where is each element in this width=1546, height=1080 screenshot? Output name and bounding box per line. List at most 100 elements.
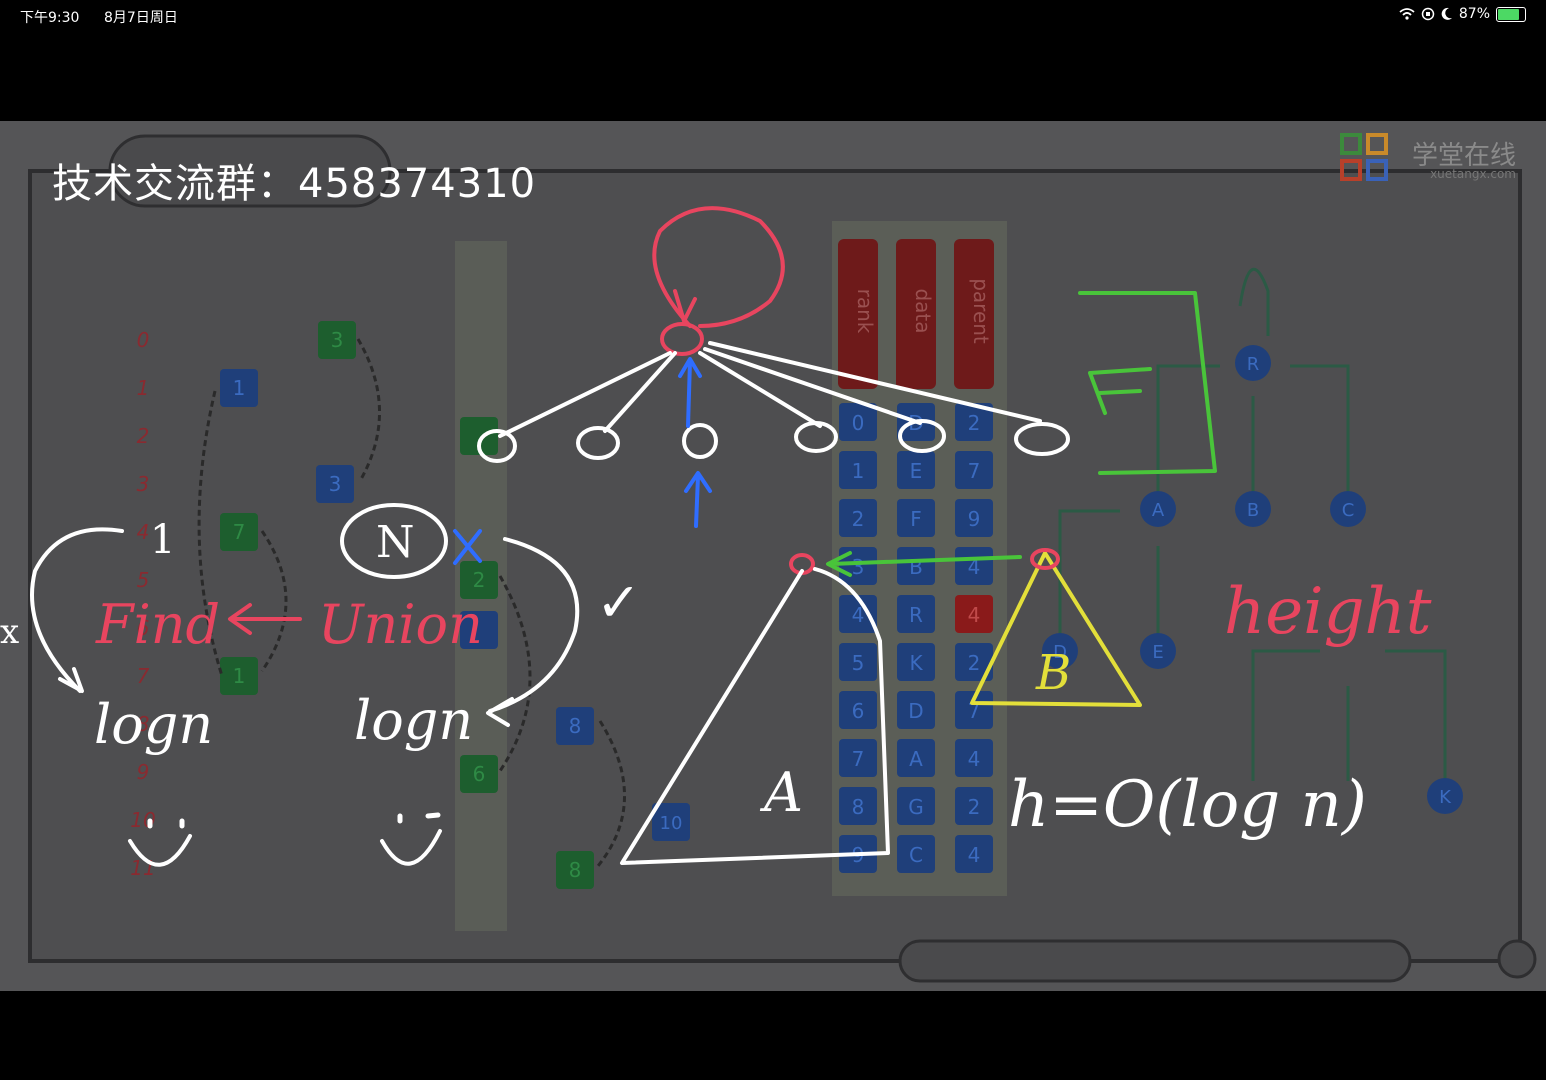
slide-page-badge <box>1497 939 1537 979</box>
array-header-cell <box>954 239 994 389</box>
array-cell <box>897 595 935 633</box>
node-label: 1 <box>233 664 246 688</box>
array-header-cell <box>896 239 936 389</box>
node-label: 7 <box>233 520 246 544</box>
battery-percent: 87% <box>1458 6 1490 22</box>
tree-node-label: K <box>1439 787 1452 808</box>
self-loop-stroke <box>652 206 785 328</box>
array-cell-label: B <box>909 555 923 579</box>
tree-node <box>1140 491 1176 527</box>
slide-footer-pill <box>898 939 1412 983</box>
array-cell <box>839 451 877 489</box>
node-label: 8 <box>569 714 582 738</box>
index-label: 6 <box>137 616 150 640</box>
array-cell <box>839 739 877 777</box>
mid-logn: logn <box>354 689 473 752</box>
logo-domain: xuetangx.com <box>1430 167 1516 181</box>
tree-node <box>1042 633 1078 669</box>
array-cell-label: 3 <box>852 555 865 579</box>
node-block <box>220 657 258 695</box>
node-block <box>460 611 498 649</box>
node-block <box>460 417 498 455</box>
array-cell <box>955 451 993 489</box>
subtree-b-label: B <box>1035 645 1071 701</box>
array-cell-label: 4 <box>968 555 981 579</box>
tree-node <box>1140 633 1176 669</box>
array-cell <box>839 787 877 825</box>
array-cell-label: 8 <box>852 795 865 819</box>
tree-node-label: D <box>1053 642 1067 663</box>
array-cell <box>897 835 935 873</box>
logo-icon <box>1340 133 1388 181</box>
array-cell-label: 0 <box>852 411 865 435</box>
array-cell-label: 7 <box>852 747 865 771</box>
array-header-label: rank <box>853 289 877 334</box>
array-cell <box>955 499 993 537</box>
array-cell <box>897 547 935 585</box>
tree-node <box>1235 491 1271 527</box>
battery-icon <box>1496 6 1526 22</box>
tree-node <box>1235 345 1271 381</box>
node-label: 10 <box>660 813 683 834</box>
status-indicators: 87% <box>1399 6 1526 22</box>
array-cell <box>955 403 993 441</box>
tree-node-label: B <box>1247 500 1259 521</box>
node-label: 3 <box>331 328 344 352</box>
array-cell-label: G <box>908 795 924 819</box>
array-header-label: parent <box>969 278 993 344</box>
node-label: 6 <box>473 762 486 786</box>
array-cell <box>839 595 877 633</box>
array-cell-label: 2 <box>968 651 981 675</box>
tree-node <box>1330 491 1366 527</box>
orientation-lock-icon <box>1421 7 1435 21</box>
array-cell-label: 2 <box>968 795 981 819</box>
tree-node <box>1427 778 1463 814</box>
array-cell <box>897 787 935 825</box>
node-block <box>460 755 498 793</box>
index-label: 8 <box>137 712 150 736</box>
array-cell-label: 2 <box>852 507 865 531</box>
array-cell <box>839 403 877 441</box>
union-label: Union <box>318 593 483 656</box>
tree-node-label: E <box>1152 642 1163 663</box>
node-label: 3 <box>329 472 342 496</box>
array-cell-label: 4 <box>968 747 981 771</box>
n-label: N <box>376 517 415 568</box>
status-time: 下午9:30 <box>20 10 80 26</box>
array-cell-label: A <box>909 747 923 771</box>
index-label: 2 <box>137 424 150 448</box>
left-node-list: 1 3 3 7 1 2 6 8 8 10 <box>197 321 690 889</box>
node-block <box>652 803 690 841</box>
tree-node-label: A <box>1152 500 1165 521</box>
node-label: 8 <box>569 858 582 882</box>
array-cell <box>897 691 935 729</box>
wifi-icon <box>1399 8 1415 20</box>
slide-title-pill <box>108 134 392 208</box>
array-cell-label: E <box>910 459 923 483</box>
array-cell <box>839 691 877 729</box>
array-cell-label: 7 <box>968 459 981 483</box>
array-cell-label: 4 <box>968 843 981 867</box>
node-block <box>220 369 258 407</box>
array-cell <box>897 643 935 681</box>
array-cell <box>897 499 935 537</box>
index-label: 1 <box>137 376 150 400</box>
index-label: 5 <box>137 568 150 592</box>
array-cell-label: K <box>909 651 923 675</box>
subtree-a-label: A <box>759 761 803 824</box>
node-block <box>556 707 594 745</box>
array-cell <box>955 691 993 729</box>
array-header-label: data <box>911 288 935 333</box>
height-label: height <box>1224 575 1432 649</box>
find-label: Find <box>95 593 220 656</box>
status-date: 8月7日周日 <box>104 10 178 26</box>
video-caption: 技术交流群：458374310 <box>52 161 537 207</box>
array-cell-label: 1 <box>852 459 865 483</box>
array-cell-label: R <box>909 603 923 627</box>
array-headers: rank data parent <box>838 239 994 389</box>
index-label: 9 <box>137 760 150 784</box>
